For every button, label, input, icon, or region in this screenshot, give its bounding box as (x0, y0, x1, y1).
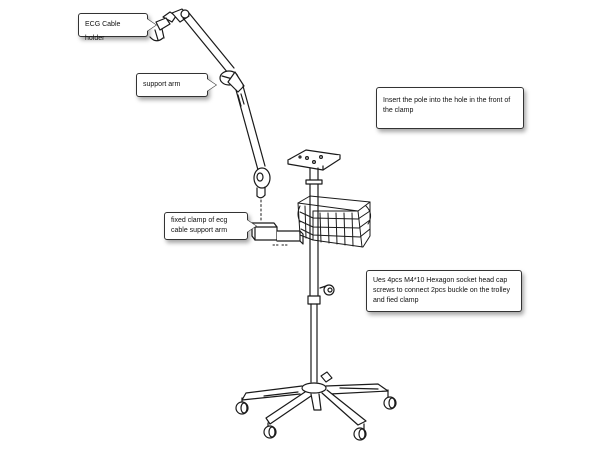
base-foot-pedal (320, 371, 333, 383)
callout-use-screws: Ues 4pcs M4*10 Hexagon socket head cap s… (366, 270, 522, 312)
castor-wheel-front-left (263, 422, 277, 439)
castor-wheel-right (383, 389, 397, 410)
height-adjust-knob (319, 284, 335, 296)
callout-insert-pole-text: Insert the pole into the hole in the fro… (383, 97, 511, 114)
callout-support-arm-text: support arm (143, 81, 181, 88)
support-arm-lower (235, 85, 266, 171)
callout-support-arm: support arm (136, 73, 208, 97)
support-arm-upper (171, 8, 235, 74)
castor-wheel-left (235, 397, 249, 415)
callout-fixed-clamp: fixed clamp of ecg cable support arm (164, 212, 248, 240)
main-pole (307, 187, 321, 383)
top-mounting-plate (287, 149, 341, 171)
callout-ecg-cable-holder: ECG Cable holder (78, 13, 148, 42)
arm-elbow-joint (219, 70, 245, 93)
castor-wheel-front-right (353, 423, 367, 441)
callout-use-screws-text: Ues 4pcs M4*10 Hexagon socket head cap s… (373, 277, 510, 304)
plate-stem (305, 167, 323, 189)
arm-base-mount (253, 167, 271, 199)
five-star-base (241, 382, 389, 426)
fixed-clamp (251, 222, 304, 245)
wire-basket (297, 195, 372, 248)
callout-fixed-clamp-text: fixed clamp of ecg cable support arm (171, 217, 228, 234)
callout-insert-pole: Insert the pole into the hole in the fro… (376, 87, 524, 129)
callout-ecg-cable-holder-text: ECG Cable holder (85, 21, 121, 42)
